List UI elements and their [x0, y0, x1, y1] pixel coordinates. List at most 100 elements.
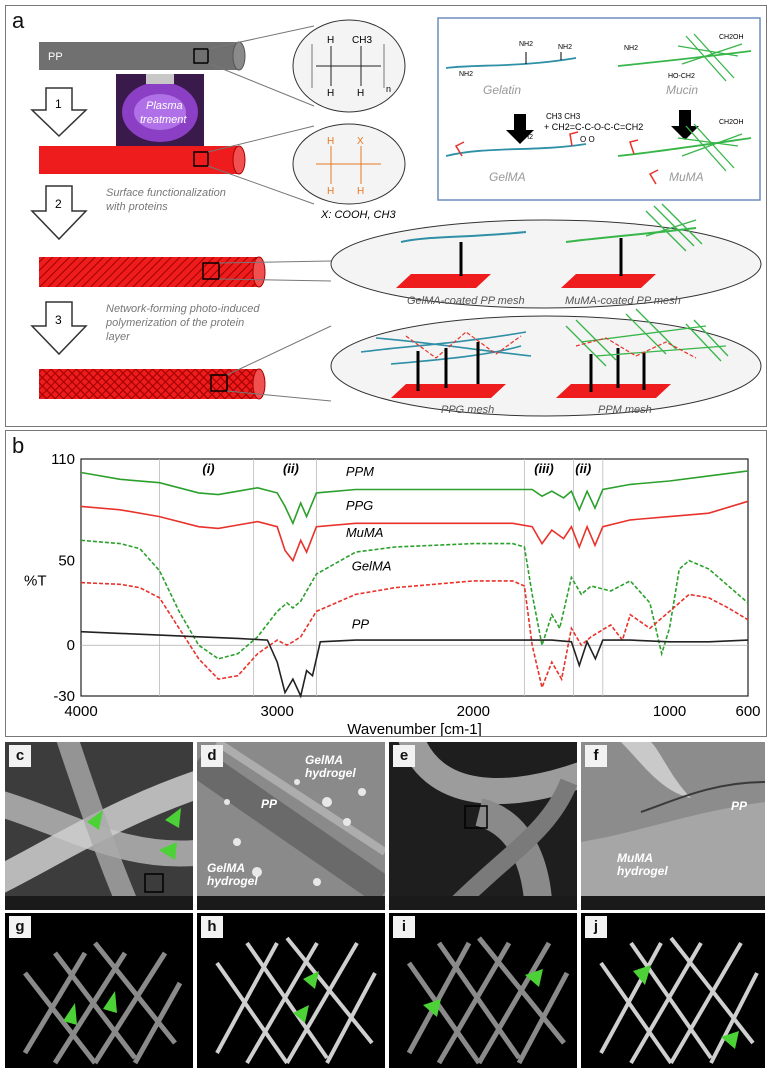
series-name-muma: MuMA	[346, 525, 384, 540]
series-name-pp: PP	[352, 616, 370, 631]
svg-text:H: H	[357, 88, 364, 99]
ct-label-i: i	[393, 916, 415, 938]
panel-a-schematic: PP H CH3 H H n 1 Plasma treatme	[30, 17, 762, 417]
series-line-gelma	[80, 580, 749, 691]
svg-text:NH2: NH2	[519, 41, 533, 48]
gelma-label: GelMA	[489, 170, 526, 184]
svg-text:NH2: NH2	[519, 134, 533, 141]
sem-panel-e: e	[389, 742, 577, 910]
plasma-label-1: Plasma	[146, 100, 183, 112]
step3-line1: Network-forming photo-induced	[106, 303, 260, 315]
step2-line2: with proteins	[106, 201, 168, 213]
chart-plot-frame	[80, 458, 749, 697]
gelatin-label: Gelatin	[483, 83, 521, 97]
region-label: (ii)	[575, 461, 591, 476]
sem-info-bar-c	[5, 896, 193, 910]
step-arrow-1: 1	[30, 87, 88, 138]
panel-a: a PP	[5, 5, 767, 427]
svg-text:NH2: NH2	[624, 45, 638, 52]
plasma-photo	[116, 74, 204, 146]
ppg-mesh-label: PPG mesh	[441, 404, 494, 416]
svg-text:H: H	[327, 88, 334, 99]
y-tick-label: 0	[67, 637, 75, 654]
ct-label-g: g	[9, 916, 31, 938]
svg-text:H: H	[327, 186, 334, 197]
x-tick-label: 1000	[653, 703, 686, 720]
x-tick-label: 600	[735, 703, 760, 720]
x-tick-label: 3000	[260, 703, 293, 720]
sem-panel-c: c	[5, 742, 193, 910]
network-tube	[39, 325, 332, 402]
pp-label: PP	[48, 51, 63, 63]
ct-image-h	[215, 936, 377, 1065]
sem-row: c d GelMA hydrogel PP GelMA hydrogel e	[5, 742, 765, 910]
series-line-ppm	[80, 470, 749, 526]
ct-row: g h i	[5, 913, 765, 1068]
ppm-mesh-label: PPM mesh	[598, 404, 652, 416]
step-arrow-2: 2	[30, 185, 88, 241]
sem-image-e	[389, 742, 577, 910]
step-arrow-3: 3	[30, 301, 88, 356]
svg-text:H: H	[327, 136, 334, 147]
gelma-coated-label: GelMA-coated PP mesh	[407, 295, 525, 307]
ct-image-i	[406, 936, 570, 1065]
coated-tube	[39, 256, 332, 288]
sem-label-c: c	[9, 745, 31, 767]
sem-label-d: d	[201, 745, 223, 767]
sem-info-bar-d	[197, 896, 385, 910]
svg-text:3: 3	[55, 313, 62, 327]
muma-coated-label: MuMA-coated PP mesh	[565, 295, 681, 307]
y-tick-label: 50	[58, 553, 75, 570]
ct-image-j	[599, 936, 759, 1065]
x-tick-label: 4000	[64, 703, 97, 720]
chem-ellipse-top: H CH3 H H n	[292, 19, 406, 113]
svg-text:NH2: NH2	[558, 44, 572, 51]
series-name-ppg: PPG	[346, 498, 373, 513]
panel-a-label: a	[12, 8, 25, 33]
network-ellipse	[330, 308, 762, 417]
red-tube	[39, 125, 315, 205]
svg-text:H: H	[327, 35, 334, 46]
mucin-label: Mucin	[666, 83, 698, 97]
pp-tube	[39, 25, 315, 107]
plasma-label-2: treatment	[140, 114, 187, 126]
sem-image-c	[5, 742, 193, 910]
sem-image-f	[581, 742, 765, 910]
svg-text:X: X	[357, 136, 364, 147]
x-tick-label: 2000	[457, 703, 490, 720]
reagent-formula: + CH2=C-C-O-C-C=CH2	[544, 122, 643, 132]
svg-text:HO-CH2: HO-CH2	[668, 73, 695, 80]
pp-label-f: PP	[731, 799, 748, 813]
y-tick-label: 110	[51, 451, 75, 468]
ct-panel-h: h	[197, 913, 385, 1068]
ct-panel-i: i	[389, 913, 577, 1068]
y-axis-label: %T	[24, 573, 47, 590]
ct-panel-g: g	[5, 913, 193, 1068]
x-note: X: COOH, CH3	[320, 209, 396, 221]
step2-line1: Surface functionalization	[106, 187, 226, 199]
pp-label-d: PP	[261, 797, 278, 811]
svg-text:1: 1	[55, 97, 62, 111]
sem-label-f: f	[585, 745, 607, 767]
y-tick-label: -30	[53, 688, 75, 705]
coated-ellipse	[330, 203, 762, 309]
svg-text:n: n	[386, 84, 391, 94]
svg-text:CH3: CH3	[352, 35, 372, 46]
series-line-pp	[80, 630, 749, 699]
series-name-gelma: GelMA	[352, 559, 392, 574]
gelma-hydrogel-label-bottom: GelMA hydrogel	[207, 861, 258, 888]
series-name-ppm: PPM	[346, 464, 374, 479]
sem-label-e: e	[393, 745, 415, 767]
chem-ellipse-mid: H X H H	[292, 123, 406, 205]
region-label: (ii)	[283, 461, 299, 476]
panel-b-label: b	[12, 433, 25, 458]
sem-info-bar-f	[581, 896, 765, 910]
sem-panel-f: f PP MuMA hydrogel	[581, 742, 765, 910]
methacrylation-box	[437, 17, 761, 201]
svg-text:CH2OH: CH2OH	[719, 34, 744, 41]
sem-image-d	[197, 742, 385, 910]
sem-info-bar-e	[389, 896, 577, 910]
svg-text:2: 2	[55, 197, 62, 211]
